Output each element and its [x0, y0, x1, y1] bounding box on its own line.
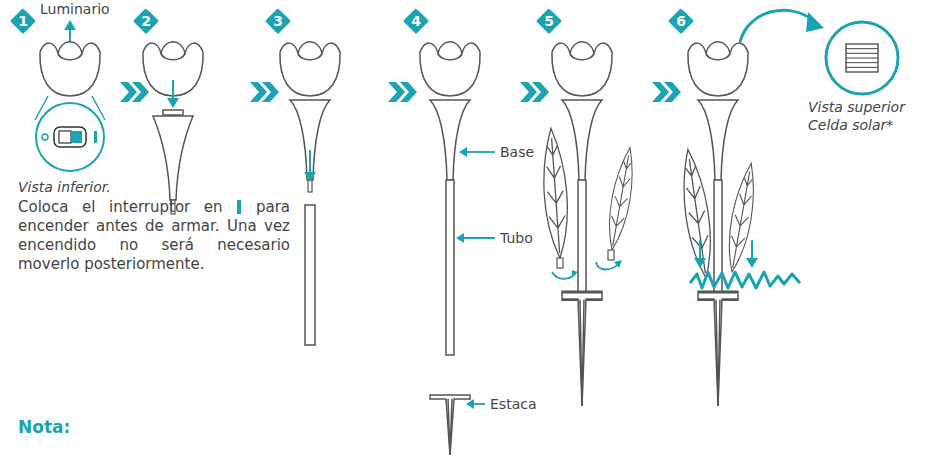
step-badge: 5 — [536, 8, 562, 34]
step-number: 4 — [403, 8, 429, 34]
view-caption: Vista superior — [808, 98, 905, 116]
instruction-text: Coloca el interruptor en — [18, 198, 223, 216]
part-name: Estaca — [490, 395, 536, 413]
step-badge: 3 — [265, 8, 291, 34]
part-name: Base — [500, 143, 534, 161]
step-number: 1 — [10, 8, 36, 34]
switch-on-mark — [236, 200, 242, 214]
part-name: Tubo — [500, 229, 533, 247]
step-badge: 6 — [668, 8, 694, 34]
step-badge: 1 — [10, 8, 36, 34]
step-number: 3 — [265, 8, 291, 34]
step-badge: 2 — [133, 8, 159, 34]
step-badge: 4 — [403, 8, 429, 34]
view-caption: Celda solar* — [808, 116, 893, 134]
view-caption: Vista inferior. — [18, 178, 111, 196]
instruction-text: Coloca el interruptor en para encender a… — [18, 198, 290, 274]
step-number: 6 — [668, 8, 694, 34]
step-number: 5 — [536, 8, 562, 34]
part-name: Luminario — [40, 0, 110, 18]
step-number: 2 — [133, 8, 159, 34]
note-heading: Nota: — [18, 418, 70, 436]
